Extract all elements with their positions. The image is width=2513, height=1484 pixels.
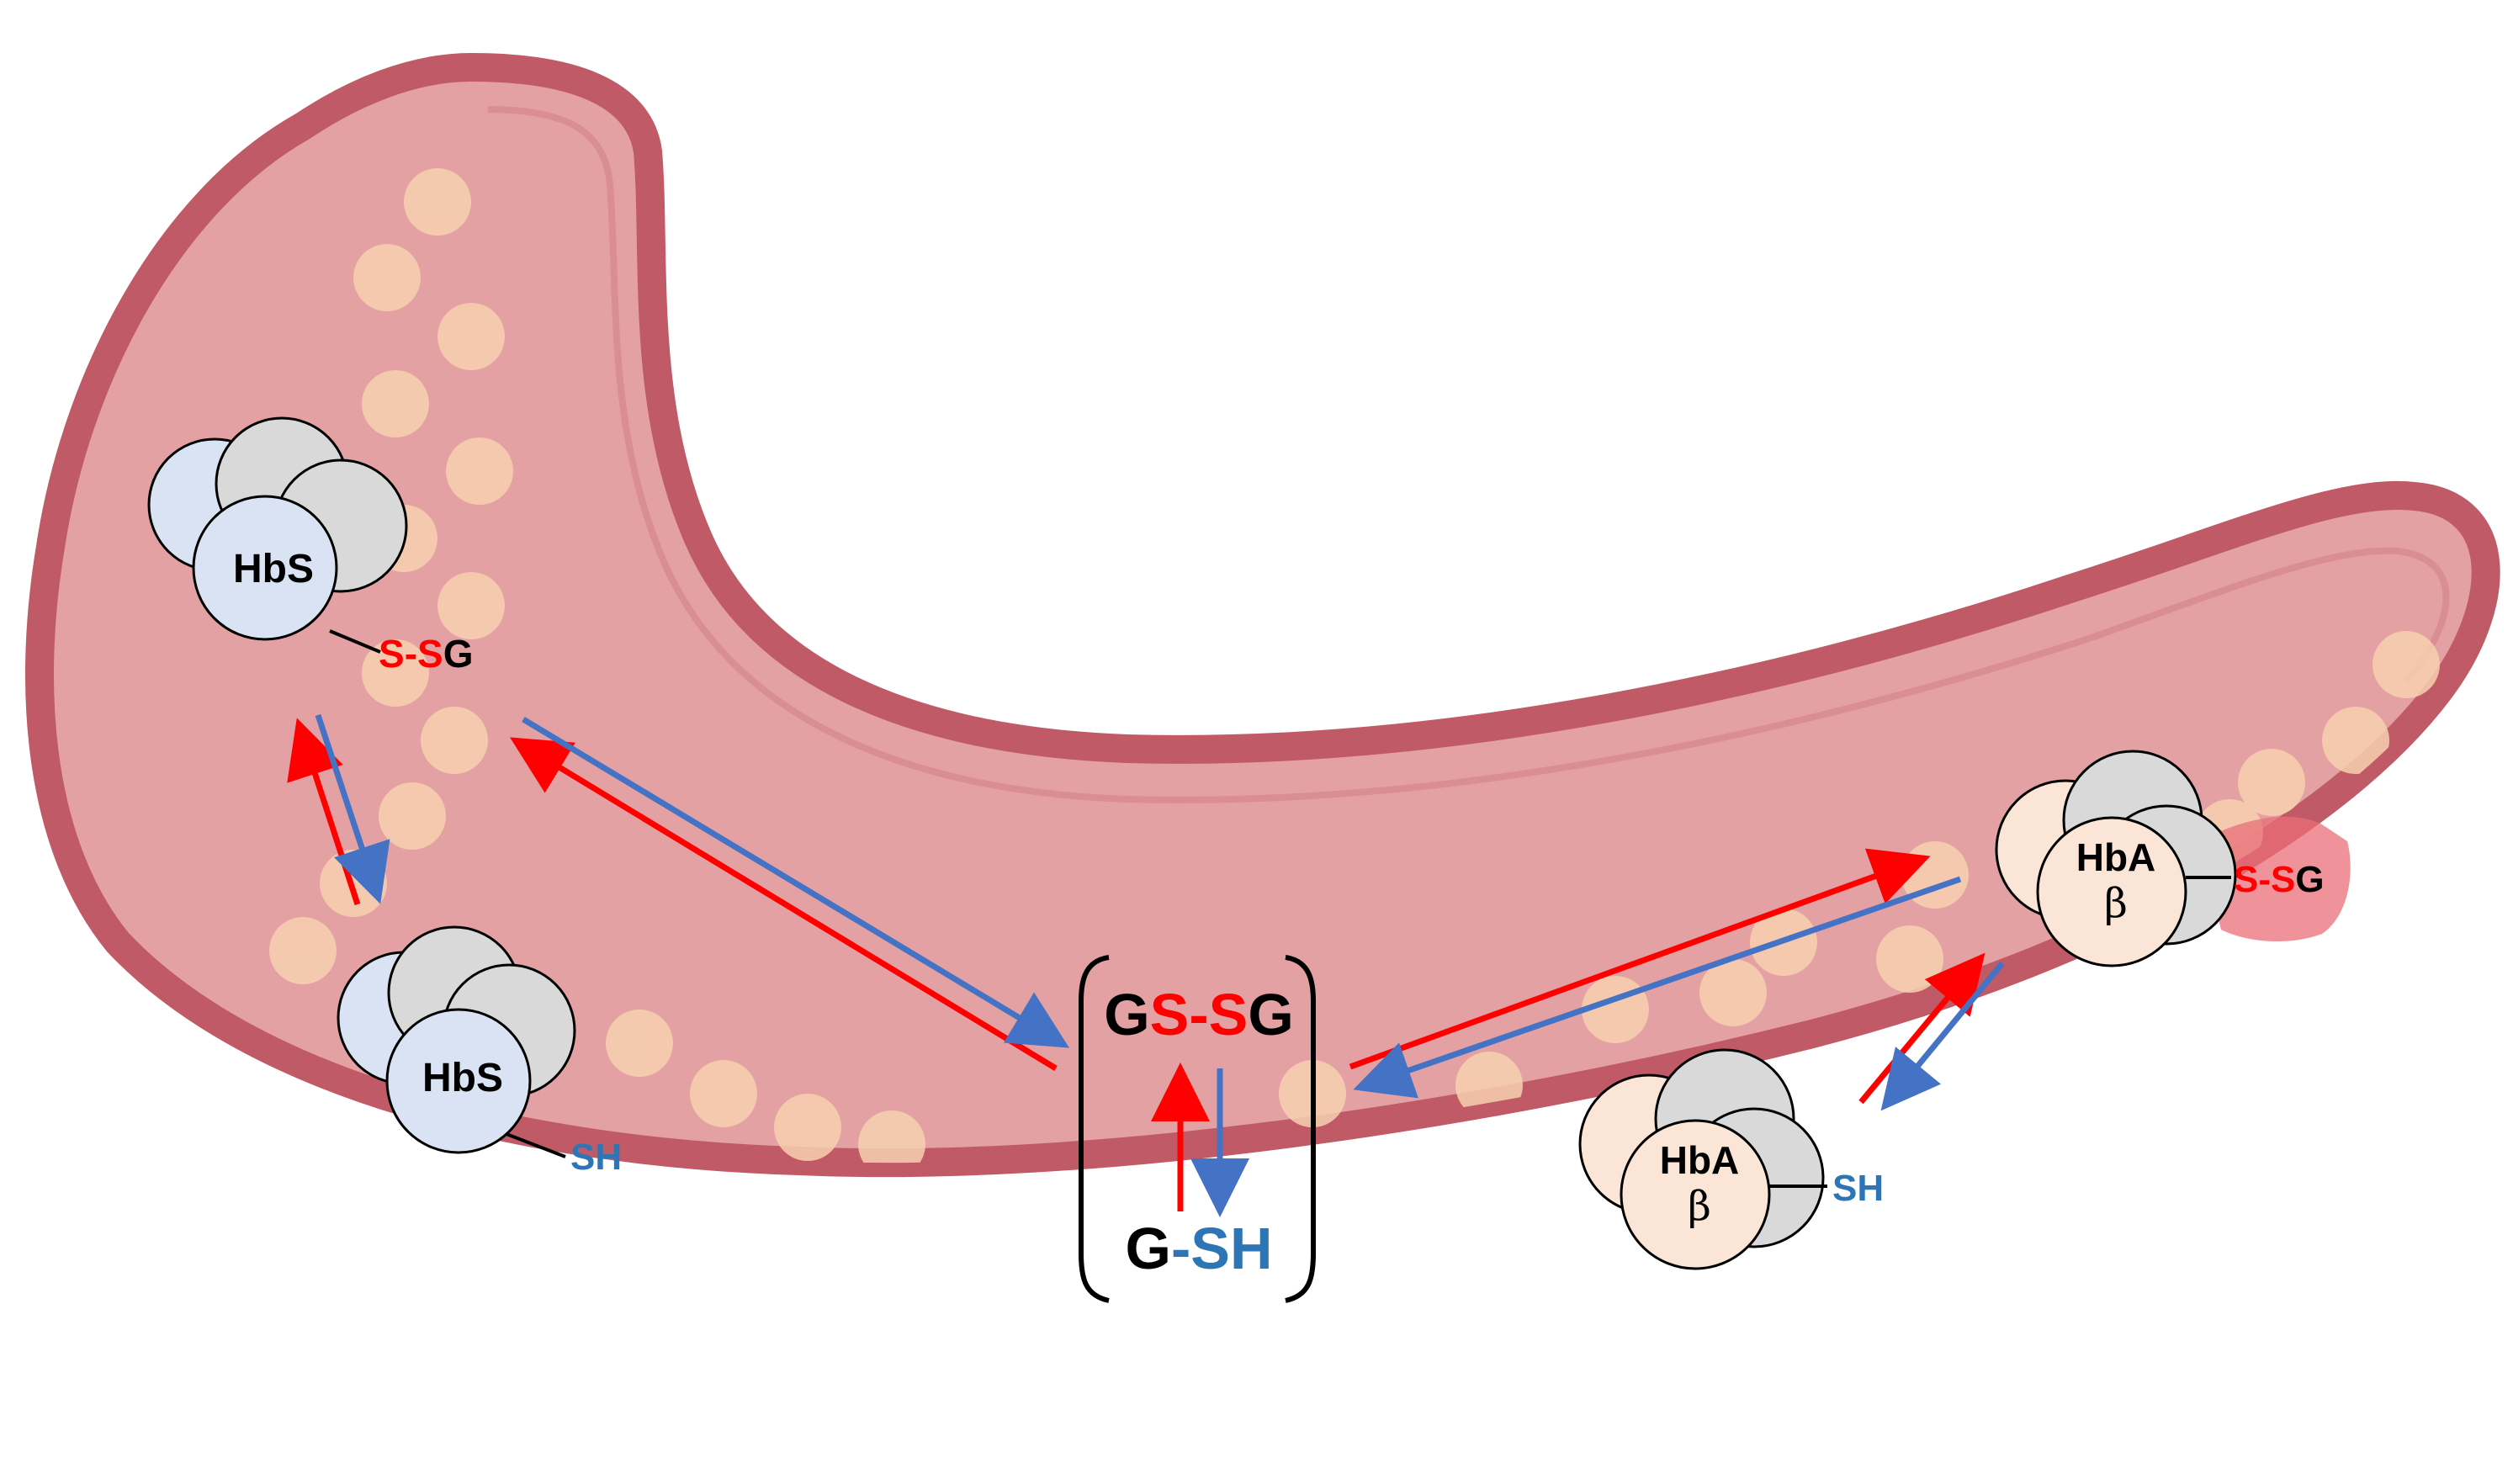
gssg-s2: S — [1209, 982, 1249, 1047]
hba-mixed-disulfide: S-SG — [2234, 859, 2325, 900]
hemoglobin-granule — [353, 244, 421, 311]
gsh-g: G — [1125, 1216, 1170, 1281]
hba-to-gssg-arrow — [1353, 876, 1962, 1099]
glutathione-g: G — [443, 632, 474, 676]
gssg-g2: G — [1248, 982, 1293, 1047]
disulfide-dash: - — [2258, 859, 2271, 900]
hemoglobin-granule — [437, 303, 505, 370]
hbs-mixed-disulfide: S-SG — [379, 632, 473, 676]
hba-deglutathionylation-arrow — [1880, 961, 2005, 1111]
hba-glutathionylated-tetramer: HbA β S-SG — [1995, 750, 2351, 967]
sickle-cell — [25, 52, 2500, 1405]
cell-inner-rim — [487, 106, 2450, 803]
hemoglobin-granule — [404, 168, 471, 236]
hba-label: HbA — [2076, 835, 2156, 879]
disulfide-s2: S — [417, 632, 443, 676]
reaction-arrows — [287, 713, 2005, 1217]
hbs-to-gssg-arrow — [522, 717, 1069, 1048]
glutathione-pool: GS-SG G-SH — [1079, 955, 1316, 1303]
gsh-dash: - — [1171, 1216, 1190, 1281]
hemoglobin-granule — [606, 1010, 673, 1077]
hbs-subunit — [385, 1008, 532, 1154]
hbs-reduced-tetramer: HbS SH — [337, 925, 622, 1178]
hemoglobin-granule — [1397, 1127, 1464, 1163]
hba-subunit — [2036, 816, 2187, 967]
hemoglobin-granule — [2373, 631, 2440, 698]
hemoglobin-granule — [379, 782, 446, 850]
hemoglobin-granule — [362, 639, 429, 707]
left-bracket — [1079, 955, 1110, 1303]
hemoglobin-granule — [2238, 749, 2305, 816]
gssg-to-hba-arrow — [1349, 848, 1931, 1070]
hemoglobin-granule — [362, 370, 429, 437]
hemoglobin-granule — [269, 917, 337, 984]
gsh-sh: SH — [1190, 1216, 1272, 1281]
hemoglobin-granule — [1127, 1338, 1195, 1405]
hemoglobin-granule — [421, 707, 488, 774]
disulfide-s2: S — [2271, 859, 2295, 900]
hemoglobin-granule — [925, 1178, 993, 1245]
hbs-deglutathionylation-arrow — [315, 713, 390, 904]
gsh-reduced-glutathione: G-SH — [1125, 1216, 1272, 1281]
disulfide-dash: - — [405, 632, 417, 676]
hbs-glutathionylated-tetramer: HbS S-SG — [147, 416, 473, 676]
hbs-bond-line — [329, 629, 381, 654]
gssg-s1: S — [1150, 982, 1190, 1047]
hemoglobin-granule — [1144, 1279, 1211, 1346]
hbs-thiol-line — [506, 1132, 566, 1158]
hemoglobin-granule — [1876, 925, 1943, 993]
disulfide-s1: S — [379, 632, 405, 676]
hemoglobin-granule — [858, 1110, 925, 1163]
hbs-thiol: SH — [570, 1137, 622, 1178]
hbs-label: HbS — [422, 1056, 503, 1100]
gssg-to-hbs-arrow — [510, 737, 1058, 1071]
hemoglobin-granule — [1699, 959, 1767, 1026]
hba-reduced-tetramer: HbA β SH — [1578, 1048, 1884, 1270]
right-bracket — [1285, 955, 1316, 1303]
glutathione-highlight — [2200, 816, 2351, 942]
gssg-g1: G — [1104, 982, 1149, 1047]
hemoglobin-granule — [2322, 707, 2389, 774]
hba-thiol: SH — [1832, 1168, 1884, 1209]
hemoglobin-granule — [446, 437, 513, 505]
hemoglobin-granule — [437, 572, 505, 639]
hba-subunit — [1620, 1119, 1771, 1270]
hba-beta-chain: β — [1688, 1183, 1711, 1230]
hbs-subunit — [192, 495, 338, 641]
hba-label: HbA — [1660, 1138, 1740, 1182]
hbs-label: HbS — [233, 547, 314, 591]
hba-beta-chain: β — [2104, 880, 2128, 927]
hemoglobin-granule — [690, 1060, 757, 1127]
disulfide-s1: S — [2234, 859, 2258, 900]
gssg-oxidized-glutathione: GS-SG — [1104, 982, 1294, 1047]
gssg-dash: - — [1189, 982, 1208, 1047]
glutathione-g: G — [2295, 859, 2324, 900]
hemoglobin-granule — [774, 1094, 841, 1161]
hemoglobin-granule — [1060, 1245, 1127, 1312]
